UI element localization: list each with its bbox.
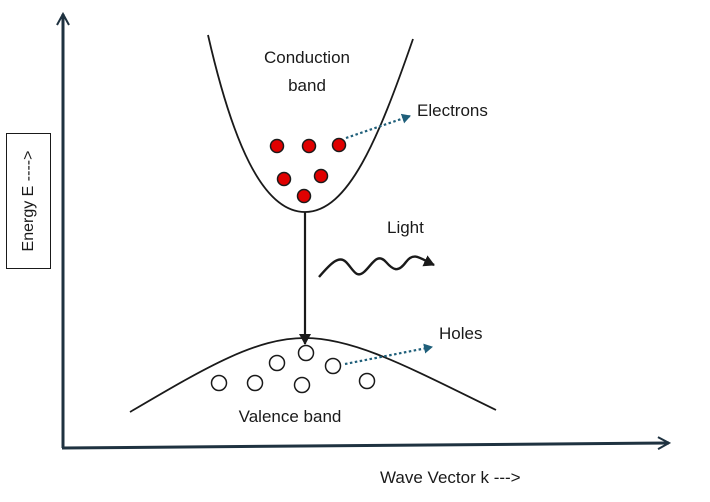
hole [293, 376, 311, 394]
holes-label: Holes [439, 324, 482, 343]
electrons-label: Electrons [417, 101, 488, 120]
conduction-band-label-line2: band [288, 76, 326, 95]
light-label: Light [387, 218, 424, 237]
hole [246, 374, 264, 392]
electron [313, 168, 329, 184]
valence-band-label: Valence band [239, 407, 342, 426]
electrons-group [269, 137, 347, 204]
electron [296, 188, 312, 204]
hole [297, 344, 315, 362]
holes-group [210, 344, 376, 394]
electron [269, 138, 285, 154]
hole [324, 357, 342, 375]
hole [358, 372, 376, 390]
electron [276, 171, 292, 187]
x-axis-label: Wave Vector k ---> [380, 468, 521, 487]
hole [210, 374, 228, 392]
x-axis [61, 443, 669, 448]
light-wave-arrow [318, 255, 435, 278]
hole [268, 354, 286, 372]
electron [301, 138, 317, 154]
y-axis-label: Energy E ----> [19, 150, 37, 252]
y-axis-label-box: Energy E ----> [6, 133, 51, 269]
holes-pointer [344, 343, 433, 366]
electron [331, 137, 347, 153]
electrons-pointer [345, 113, 411, 140]
conduction-band-label: Conduction [264, 48, 350, 67]
